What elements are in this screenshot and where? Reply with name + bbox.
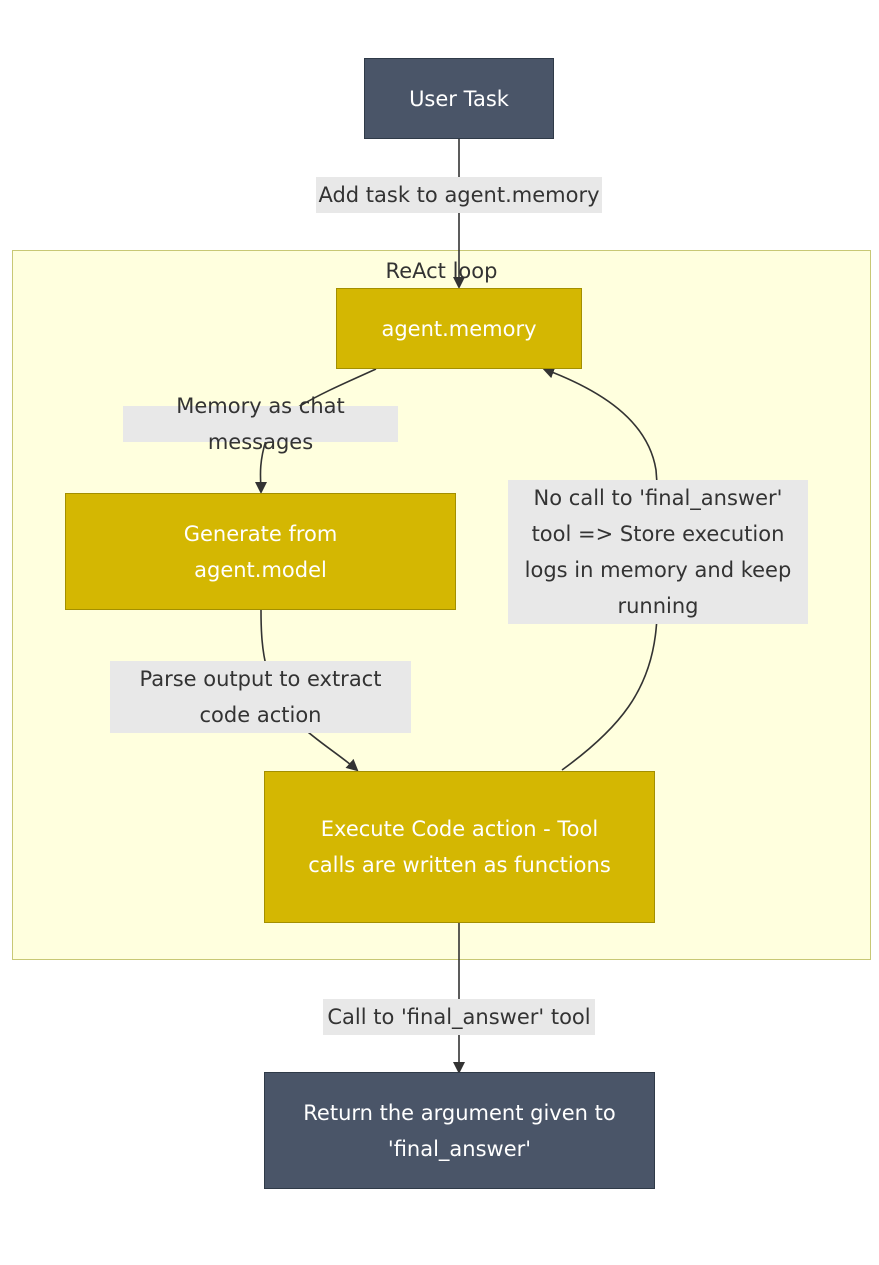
node-return-argument: Return the argument given to 'final_answ… xyxy=(264,1072,655,1189)
edge-label-memory-as-chat: Memory as chat messages xyxy=(123,394,398,454)
edge-label-no-final-answer: No call to 'final_answer' tool => Store … xyxy=(508,480,808,624)
node-execute-code: Execute Code action - Tool calls are wri… xyxy=(264,771,655,923)
edge-label-parse-output: Parse output to extract code action xyxy=(110,661,411,733)
react-loop-title: ReAct loop xyxy=(385,259,498,283)
edge-label-call-final-answer: Call to 'final_answer' tool xyxy=(323,999,595,1035)
node-agent-memory: agent.memory xyxy=(336,288,582,369)
edge-label-add-task: Add task to agent.memory xyxy=(316,177,602,213)
node-generate-model: Generate from agent.model xyxy=(65,493,456,610)
node-user-task: User Task xyxy=(364,58,554,139)
